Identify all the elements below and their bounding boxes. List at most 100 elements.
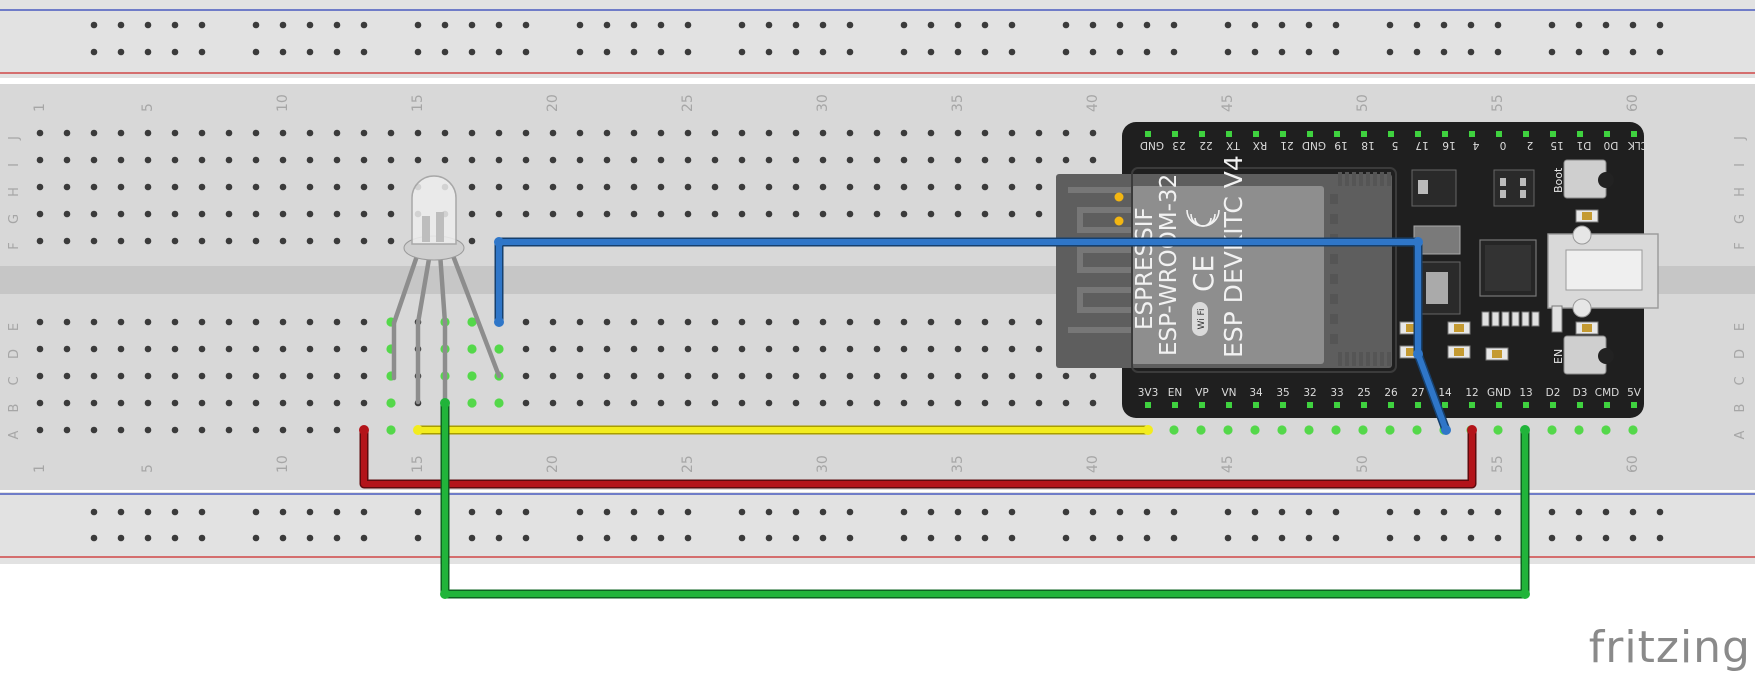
terminal-hole [252, 210, 260, 218]
rail-hole [927, 534, 935, 542]
rail-hole [198, 48, 206, 56]
terminal-hole [873, 372, 881, 380]
column-number-top: 40 [1085, 94, 1101, 112]
terminal-hole [360, 372, 368, 380]
terminal-hole [1062, 129, 1070, 137]
breadboard-labels: 1155101015152020252530303535404045455050… [7, 94, 1748, 473]
rail-hole [279, 48, 287, 56]
board-pin-top [1361, 131, 1367, 137]
board-pin-top [1577, 131, 1583, 137]
terminal-hole [792, 210, 800, 218]
terminal-hole [360, 156, 368, 164]
board-pin-label-bottom: GND [1487, 387, 1511, 399]
board-pin-label-top: 0 [1500, 139, 1507, 151]
smd-resistor [1531, 311, 1540, 327]
terminal-hole [765, 372, 773, 380]
terminal-hole [657, 318, 665, 326]
terminal-hole [684, 399, 692, 407]
smd-resistor [1511, 311, 1520, 327]
terminal-hole [684, 210, 692, 218]
rail-hole [954, 21, 962, 29]
column-number-bottom: 50 [1355, 455, 1371, 473]
rail-hole [90, 508, 98, 516]
rail-hole [1251, 21, 1259, 29]
board-pin-label-top: D0 [1604, 139, 1619, 151]
terminal-hole [279, 156, 287, 164]
rail-hole [981, 534, 989, 542]
terminal-hole [63, 210, 71, 218]
terminal-hole [36, 183, 44, 191]
terminal-hole [90, 372, 98, 380]
terminal-hole [63, 399, 71, 407]
led-dome [411, 175, 457, 245]
rail-hole [819, 21, 827, 29]
terminal-hole [657, 129, 665, 137]
wire-endpoint [494, 317, 504, 327]
rail-hole [468, 534, 476, 542]
board-pin-label-bottom: 27 [1411, 387, 1424, 399]
rail-hole [1143, 21, 1151, 29]
rail-hole [1170, 21, 1178, 29]
terminal-hole [630, 345, 638, 353]
column-number-top: 1 [32, 103, 48, 112]
terminal-hole [252, 156, 260, 164]
terminal-hole [954, 156, 962, 164]
esp32-devkitc-board[interactable]: ESPRESSIF ESP-WROOM-32 ESP DEVKITC V4 CE… [1056, 122, 1659, 418]
terminal-hole [225, 237, 233, 245]
terminal-hole [1331, 425, 1341, 435]
terminal-hole [333, 399, 341, 407]
rail-hole [441, 48, 449, 56]
castellation [1366, 172, 1370, 186]
terminal-hole [927, 399, 935, 407]
terminal-hole [657, 345, 665, 353]
terminal-hole [630, 399, 638, 407]
terminal-hole [90, 345, 98, 353]
board-pin-bottom [1550, 402, 1556, 408]
rail-hole [360, 508, 368, 516]
terminal-hole [306, 129, 314, 137]
rail-hole [306, 534, 314, 542]
terminal-hole [981, 318, 989, 326]
terminal-hole [252, 318, 260, 326]
rail-hole [1467, 21, 1475, 29]
terminal-hole [90, 426, 98, 434]
terminal-hole [765, 156, 773, 164]
terminal-hole [981, 372, 989, 380]
terminal-hole [441, 156, 449, 164]
terminal-hole [657, 372, 665, 380]
rail-hole [1116, 534, 1124, 542]
row-letter: E [7, 323, 22, 331]
rail-hole [1386, 21, 1394, 29]
terminal-hole [387, 183, 395, 191]
board-pin-label-top: 23 [1172, 139, 1185, 151]
terminal-hole [495, 210, 503, 218]
wifi-badge-icon: Wi Fi [1192, 302, 1208, 336]
rail-hole [1224, 508, 1232, 516]
rail-hole [1224, 21, 1232, 29]
terminal-hole [225, 318, 233, 326]
rail-hole [306, 21, 314, 29]
terminal-hole [468, 156, 476, 164]
terminal-hole [954, 129, 962, 137]
rgb-led[interactable] [391, 175, 502, 405]
rail-hole [657, 21, 665, 29]
terminal-hole [522, 210, 530, 218]
terminal-hole [873, 129, 881, 137]
terminal-hole [225, 345, 233, 353]
rail-hole [900, 508, 908, 516]
terminal-hole [927, 129, 935, 137]
column-number-bottom: 20 [545, 455, 561, 473]
terminal-hole [117, 345, 125, 353]
rail-hole [738, 48, 746, 56]
rail-hole [900, 534, 908, 542]
castellation [1330, 294, 1338, 304]
board-pin-label-bottom: 33 [1330, 387, 1343, 399]
terminal-hole [360, 183, 368, 191]
rail-hole [306, 48, 314, 56]
wire-endpoint [494, 237, 504, 247]
rail-hole [1143, 48, 1151, 56]
terminal-hole [603, 183, 611, 191]
wire-endpoint [1467, 425, 1477, 435]
rail-hole [1467, 48, 1475, 56]
